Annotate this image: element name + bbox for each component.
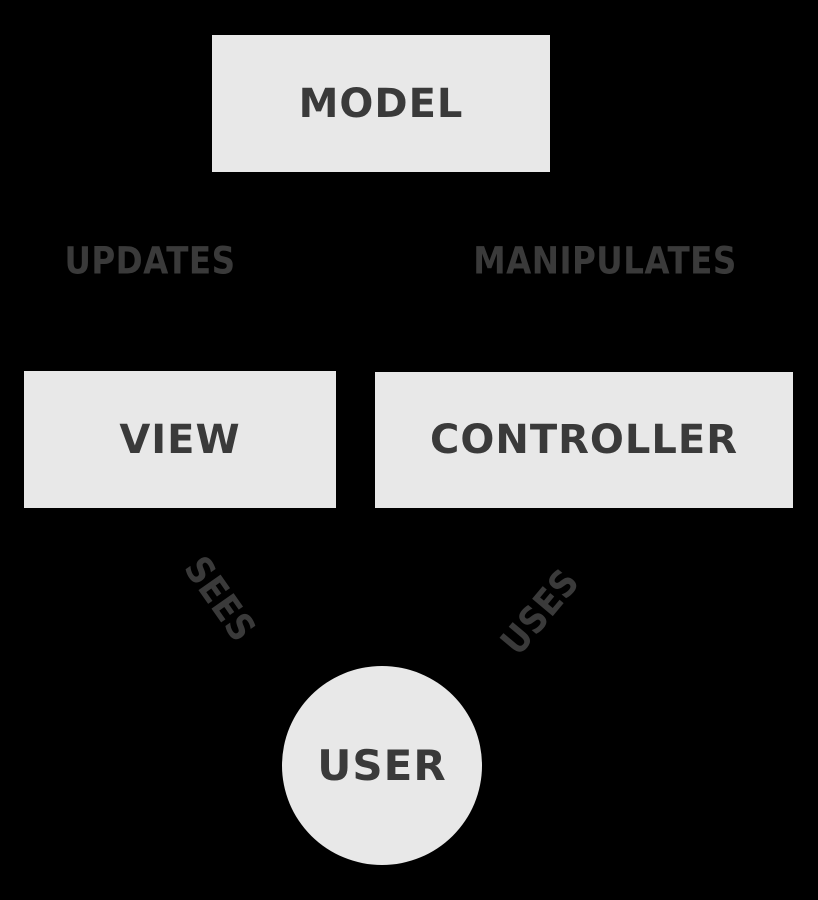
edge-label-manipulates: MANIPULATES	[473, 239, 737, 283]
edge-label-updates: UPDATES	[64, 239, 236, 283]
model-node: MODEL	[212, 35, 550, 172]
controller-label: CONTROLLER	[429, 417, 739, 463]
user-label: USER	[317, 741, 447, 790]
view-label: VIEW	[119, 416, 241, 463]
edge-label-uses: USES	[492, 560, 588, 664]
edge-label-sees: SEES	[175, 548, 265, 650]
controller-node: CONTROLLER	[375, 372, 793, 508]
view-node: VIEW	[24, 371, 336, 508]
model-label: MODEL	[298, 80, 464, 127]
user-node: USER	[282, 666, 482, 865]
